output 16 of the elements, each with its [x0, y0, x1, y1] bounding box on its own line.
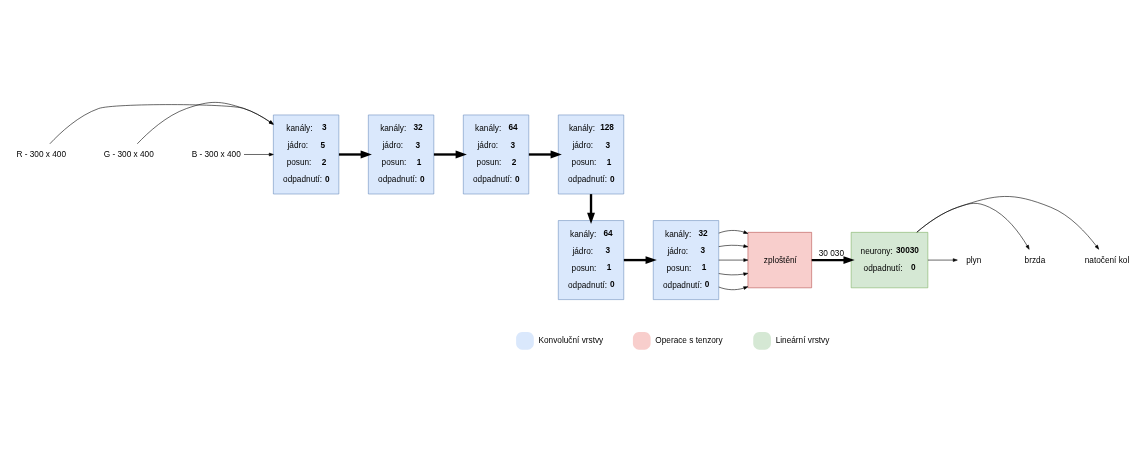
arrow	[927, 257, 958, 262]
arrow	[137, 101, 274, 144]
arrow	[718, 285, 749, 290]
arrow	[916, 195, 1100, 250]
arrow	[811, 255, 855, 264]
arrow	[587, 193, 595, 224]
arrow	[528, 150, 562, 158]
arrow	[338, 150, 372, 158]
arrow	[718, 243, 749, 248]
arrow	[623, 255, 657, 264]
arrow	[433, 150, 467, 158]
arrow	[49, 103, 274, 144]
arrow	[718, 257, 749, 262]
arrow	[718, 229, 749, 234]
arrow	[243, 152, 274, 156]
arrow	[718, 271, 749, 276]
